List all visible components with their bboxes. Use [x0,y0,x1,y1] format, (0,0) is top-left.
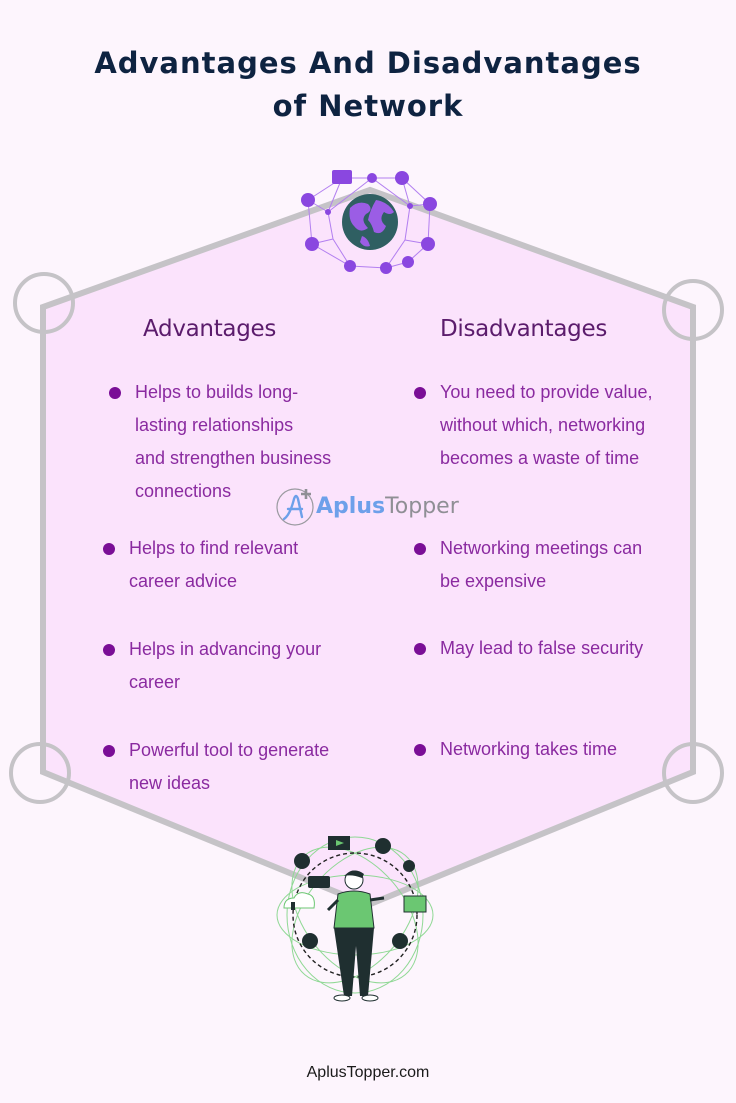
globe-network-icon [301,170,437,274]
disadvantage-item-text: Networking meetings can be expensive [440,538,643,591]
page-title-line-2: of Network [272,89,464,123]
disadvantage-item-text: Networking takes time [440,739,618,759]
advantage-item: Helps to builds long- lasting relationsh… [109,376,332,508]
advantage-item-text: Helps in advancing your career [129,639,322,692]
bullet-icon [103,745,115,757]
watermark-brand-aplus: Aplus [316,493,386,519]
bullet-icon [103,543,115,555]
advantage-item-text: Powerful tool to generate new ideas [129,740,330,793]
bullet-icon [414,387,426,399]
watermark-brand-topper: Topper [385,493,459,519]
bullet-icon [109,387,121,399]
disadvantage-item: Networking takes time [414,733,618,766]
disadvantage-item-text: May lead to false security [440,638,644,658]
advantage-item-text: Helps to find relevant career advice [129,538,299,591]
advantages-heading: Advantages [143,316,277,342]
corner-circle-bottom-left [9,742,71,804]
corner-circle-top-left [13,272,75,334]
bullet-icon [414,643,426,655]
bullet-icon [414,543,426,555]
bullet-icon [103,644,115,656]
corner-circle-bottom-right [662,742,724,804]
page-title-line-1: Advantages And Disadvantages [94,46,642,80]
advantage-item: Helps to find relevant career advice [103,532,299,598]
disadvantage-item: You need to provide value, without which… [414,376,653,475]
person-social-network-icon [276,836,434,1002]
advantage-item: Powerful tool to generate new ideas [103,734,330,800]
corner-circle-top-right [662,279,724,341]
advantage-item: Helps in advancing your career [103,633,322,699]
disadvantage-item-text: You need to provide value, without which… [440,382,653,468]
footer-site-name: AplusTopper.com [306,1064,430,1081]
disadvantage-item: May lead to false security [414,632,644,665]
advantage-item-text: Helps to builds long- lasting relationsh… [135,382,332,501]
bullet-icon [414,744,426,756]
disadvantages-heading: Disadvantages [440,316,608,342]
aplus-logo-icon [276,488,314,526]
disadvantage-item: Networking meetings can be expensive [414,532,643,598]
